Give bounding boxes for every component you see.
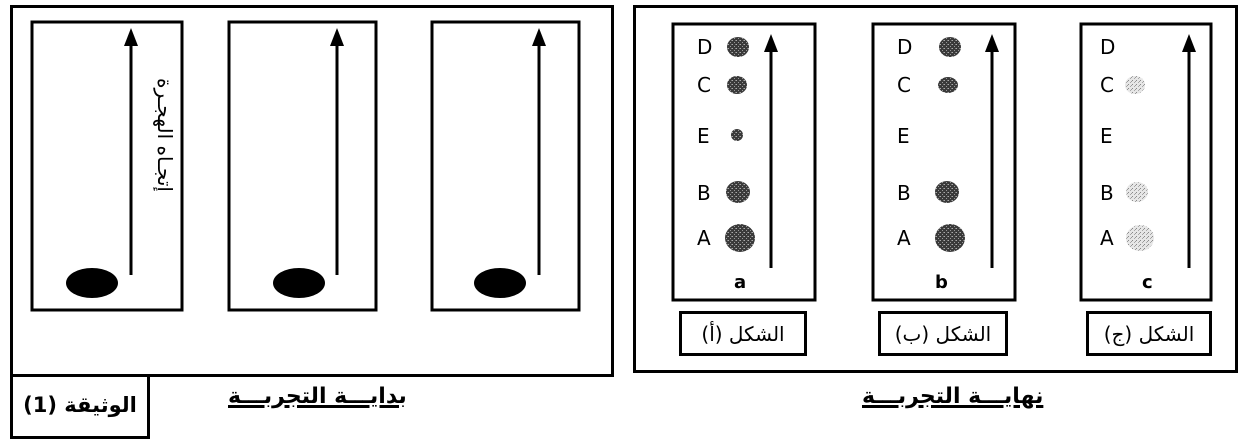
- end-strip-b: D C E B A b: [871, 22, 1017, 302]
- label-D-c: D: [1100, 35, 1115, 59]
- start-sample-spot-1: [66, 268, 118, 298]
- figure-letter-a: a: [734, 272, 746, 293]
- spot-A-a: [725, 224, 755, 252]
- start-strip-3: [430, 20, 581, 312]
- label-E-b: E: [897, 124, 910, 148]
- start-strip-1: [30, 20, 184, 312]
- label-A-b: A: [897, 226, 911, 250]
- spot-B-c: [1126, 182, 1148, 202]
- end-panel: [633, 5, 1238, 373]
- end-strips: D C E B A a D C E B A b D C E B A: [671, 22, 1213, 302]
- label-B-c: B: [1100, 181, 1114, 205]
- label-B-b: B: [897, 181, 911, 205]
- spot-D-a: [727, 37, 749, 57]
- spot-C-a: [727, 76, 747, 94]
- figure-tag-b: الشكل (ب): [878, 311, 1008, 356]
- end-caption: نهايـــة التجربـــة: [862, 384, 1044, 409]
- spot-B-a: [726, 181, 750, 203]
- start-strip-2: [227, 20, 378, 312]
- label-E-c: E: [1100, 124, 1113, 148]
- spot-B-b: [935, 181, 959, 203]
- label-C-c: C: [1100, 73, 1114, 97]
- label-D-a: D: [697, 35, 712, 59]
- end-strip-a: D C E B A a: [671, 22, 817, 302]
- label-A-a: A: [697, 226, 711, 250]
- figure-tag-c: الشكل (ج): [1086, 311, 1212, 356]
- label-D-b: D: [897, 35, 912, 59]
- start-caption: بدايـــة التجربـــة: [228, 384, 407, 409]
- start-sample-spot-2: [273, 268, 325, 298]
- spot-D-b: [939, 37, 961, 57]
- label-A-c: A: [1100, 226, 1114, 250]
- spot-C-c: [1125, 76, 1145, 94]
- start-strips: إتجـاه الهجـرة: [30, 20, 581, 312]
- spot-E-a: [731, 129, 743, 141]
- label-E-a: E: [697, 124, 710, 148]
- document-label: الوثيقة (1): [10, 377, 150, 439]
- label-B-a: B: [697, 181, 711, 205]
- start-panel: [10, 5, 614, 377]
- label-C-a: C: [697, 73, 711, 97]
- figure-tag-a: الشكل (أ): [679, 311, 807, 356]
- figure-letter-b: b: [935, 272, 948, 293]
- start-sample-spot-3: [474, 268, 526, 298]
- spot-C-b: [938, 77, 958, 93]
- figure-letter-c: c: [1142, 272, 1153, 293]
- spot-A-b: [935, 224, 965, 252]
- end-strip-c: D C E B A c: [1079, 22, 1213, 302]
- migration-direction-label: إتجـاه الهجـرة: [152, 78, 177, 192]
- label-C-b: C: [897, 73, 911, 97]
- spot-A-c: [1126, 225, 1154, 251]
